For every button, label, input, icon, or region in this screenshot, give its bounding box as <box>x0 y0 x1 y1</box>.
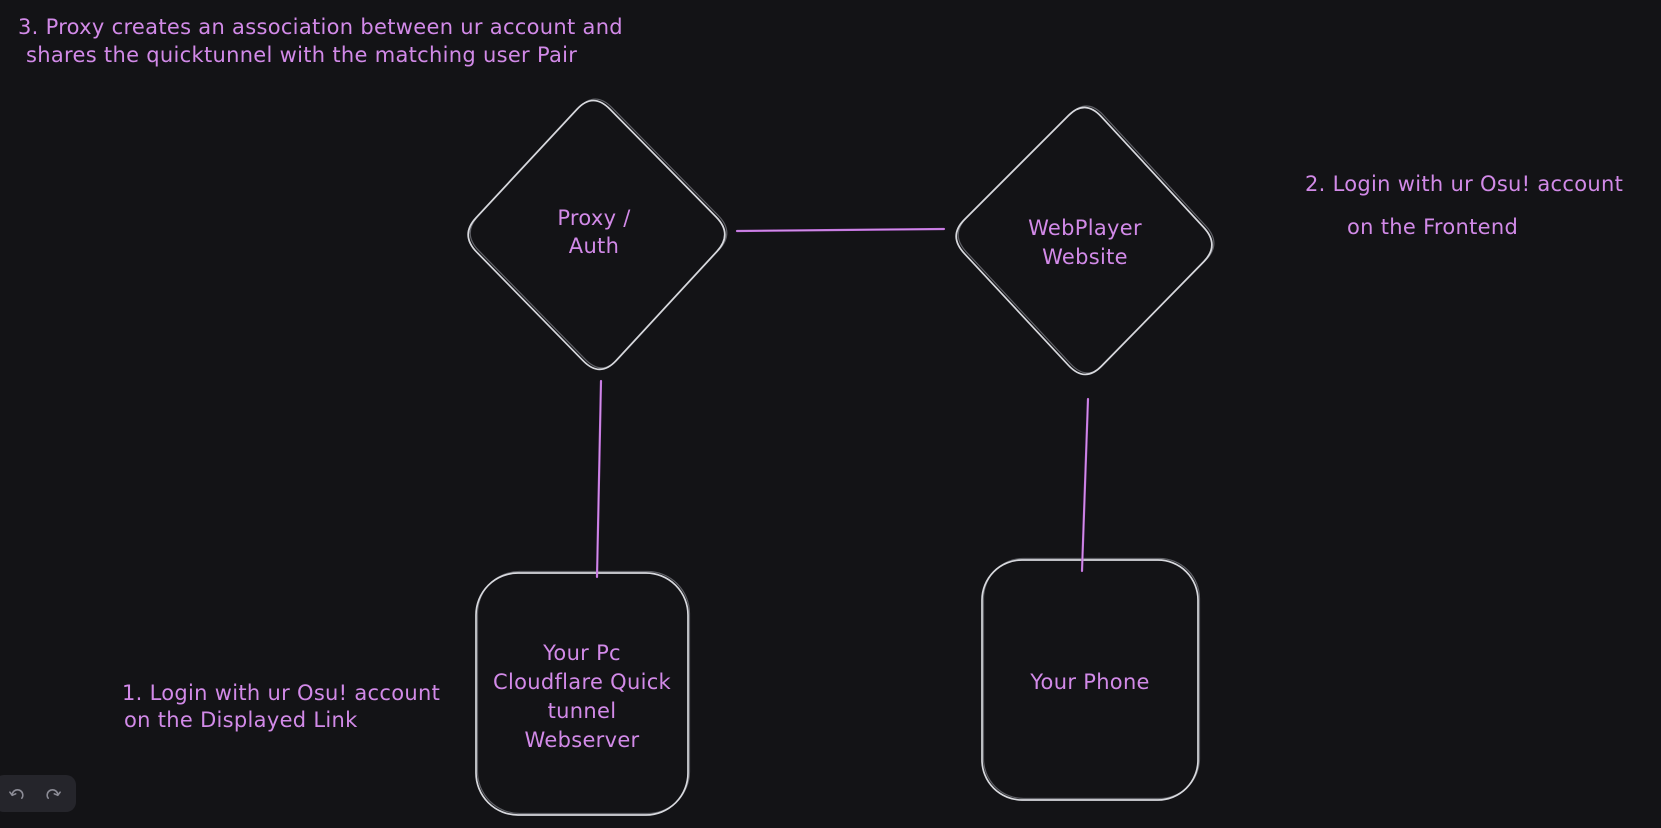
label-your-pc-line-1: Your Pc <box>543 641 621 665</box>
box-your-pc[interactable] <box>475 570 691 816</box>
annotation-step-3-line-2: shares the quicktunnel with the matching… <box>26 43 578 67</box>
annotation-step-3-line-1: 3. Proxy creates an association between … <box>18 15 623 39</box>
annotation-step-2-line-2[interactable]: on the Frontend <box>1347 215 1519 239</box>
annotation-step-1-line-1: 1. Login with ur Osu! account <box>122 681 441 705</box>
label-your-pc-line-3: tunnel <box>547 699 617 723</box>
label-proxy-auth-line-1: Proxy / <box>557 206 631 230</box>
label-your-pc-line-2: Cloudflare Quick <box>492 670 672 694</box>
annotation-step-2-line-1[interactable]: 2. Login with ur Osu! account <box>1305 172 1624 196</box>
redo-button[interactable] <box>38 780 68 808</box>
label-proxy-auth-line-2: Auth <box>568 234 620 258</box>
undo-button[interactable] <box>2 780 32 808</box>
label-your-pc[interactable]: Your Pc Cloudflare Quick tunnel Webserve… <box>476 639 688 755</box>
annotation-step-1[interactable]: 1. Login with ur Osu! account on the Dis… <box>122 680 440 734</box>
diamond-proxy-auth[interactable] <box>467 98 728 371</box>
label-proxy-auth[interactable]: Proxy / Auth <box>484 204 704 260</box>
annotation-step-3[interactable]: 3. Proxy creates an association between … <box>18 13 623 69</box>
connector-proxy-to-webplayer[interactable] <box>735 227 946 233</box>
connector-proxy-to-your-pc[interactable] <box>595 379 603 579</box>
box-your-phone[interactable] <box>981 557 1201 801</box>
annotation-step-1-line-2: on the Displayed Link <box>124 708 358 732</box>
label-webplayer-website[interactable]: WebPlayer Website <box>975 214 1195 272</box>
undo-arrow-icon <box>9 788 24 799</box>
label-webplayer-line-1: WebPlayer <box>1028 216 1142 240</box>
connector-webplayer-to-your-phone[interactable] <box>1080 397 1090 573</box>
label-your-phone-line-1: Your Phone <box>1030 670 1150 694</box>
diamond-webplayer-website[interactable] <box>955 105 1215 376</box>
redo-arrow-icon <box>46 788 61 799</box>
undo-redo-toolbar <box>0 775 76 812</box>
label-your-pc-line-4: Webserver <box>524 728 640 752</box>
label-your-phone[interactable]: Your Phone <box>982 668 1198 697</box>
label-webplayer-line-2: Website <box>1042 245 1128 269</box>
